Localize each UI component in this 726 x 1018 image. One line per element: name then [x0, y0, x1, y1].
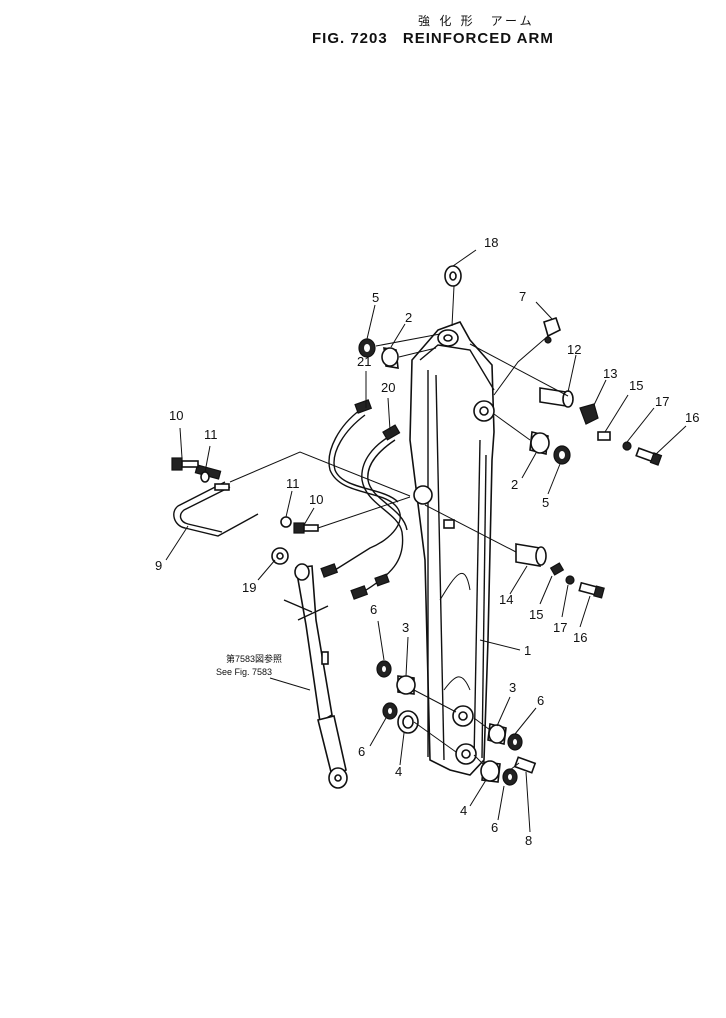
pin-14	[515, 543, 547, 567]
seal-6-right-lower	[502, 768, 518, 786]
washer-17-upper	[622, 441, 632, 451]
washer-11-upper	[200, 471, 210, 483]
callout-4-left: 4	[395, 764, 402, 779]
bushing-3-left	[396, 675, 416, 695]
callout-15-lower: 15	[529, 607, 543, 622]
figure-title: FIG. 7203 REINFORCED ARM	[312, 30, 564, 47]
callout-4-right: 4	[460, 803, 467, 818]
callout-14: 14	[499, 592, 513, 607]
arm-body	[409, 321, 495, 776]
callout-9: 9	[155, 558, 162, 573]
callout-7: 7	[519, 289, 526, 304]
reference-note-en: See Fig. 7583	[216, 667, 272, 677]
bushing-3-right	[487, 723, 507, 745]
washer-17-lower	[565, 575, 575, 585]
bucket-cylinder	[283, 563, 348, 789]
callout-10-upper: 10	[169, 408, 183, 423]
pipe-clamp-9	[173, 464, 259, 537]
callout-16-upper: 16	[685, 410, 699, 425]
collar-4-left	[397, 710, 419, 734]
bushing-2-upper	[381, 347, 399, 369]
plate-13	[579, 403, 599, 425]
figure-name: REINFORCED ARM	[402, 30, 554, 47]
callout-11-lower: 11	[286, 476, 300, 491]
bolt-16-lower	[578, 581, 605, 599]
washer-19	[271, 547, 289, 565]
plate-15-lower	[549, 562, 565, 576]
seal-6-left-upper	[376, 660, 392, 678]
callout-5-lower: 5	[542, 495, 549, 510]
callout-17-lower: 17	[553, 620, 567, 635]
callout-5-upper: 5	[372, 290, 379, 305]
seal-6-right-upper	[507, 733, 523, 751]
figure-subtitle-jp: 強 化 形 アーム	[418, 14, 535, 28]
callout-12: 12	[567, 342, 581, 357]
callout-3-right: 3	[509, 680, 516, 695]
seal-5-upper	[358, 338, 376, 358]
callout-20: 20	[381, 380, 395, 395]
reference-note: 第7583図参照 See Fig. 7583	[216, 653, 282, 677]
bolt-10-upper	[171, 457, 199, 471]
callout-6-right-upper: 6	[537, 693, 544, 708]
bolt-10-lower	[293, 522, 319, 534]
callout-8: 8	[525, 833, 532, 848]
collar-4-right	[480, 760, 501, 783]
callout-3-left: 3	[402, 620, 409, 635]
grease-fitting-7	[543, 316, 561, 344]
callout-6-left-upper: 6	[370, 602, 377, 617]
callout-15-upper: 15	[629, 378, 643, 393]
seal-5-lower	[553, 445, 571, 465]
hose-21	[320, 399, 401, 578]
callout-16-lower: 16	[573, 630, 587, 645]
plate-15-upper	[597, 431, 611, 441]
grease-fitting-8	[513, 756, 537, 774]
callout-2-upper: 2	[405, 310, 412, 325]
callout-21: 21	[357, 354, 371, 369]
callout-17-upper: 17	[655, 394, 669, 409]
callout-6-left-lower: 6	[358, 744, 365, 759]
figure-number: FIG. 7203	[312, 30, 388, 47]
bushing-2-lower	[529, 431, 550, 455]
callout-1: 1	[524, 643, 531, 658]
washer-18	[444, 265, 462, 287]
washer-11-lower	[280, 516, 292, 528]
callout-6-right-lower: 6	[491, 820, 498, 835]
reference-note-jp: 第7583図参照	[226, 653, 282, 664]
callout-19: 19	[242, 580, 256, 595]
hose-20	[350, 424, 408, 600]
bolt-16-upper	[635, 447, 663, 466]
callout-10-lower: 10	[309, 492, 323, 507]
callout-18: 18	[484, 235, 498, 250]
seal-6-left-lower	[382, 702, 398, 720]
callout-2-lower: 2	[511, 477, 518, 492]
callout-13: 13	[603, 366, 617, 381]
leader-lines	[165, 249, 687, 833]
callout-labels: 1 2 2 3 3 4 4 5 5 6 6 6 6 7 8 9 10 10 11…	[155, 235, 699, 848]
callout-11-upper: 11	[204, 427, 218, 442]
